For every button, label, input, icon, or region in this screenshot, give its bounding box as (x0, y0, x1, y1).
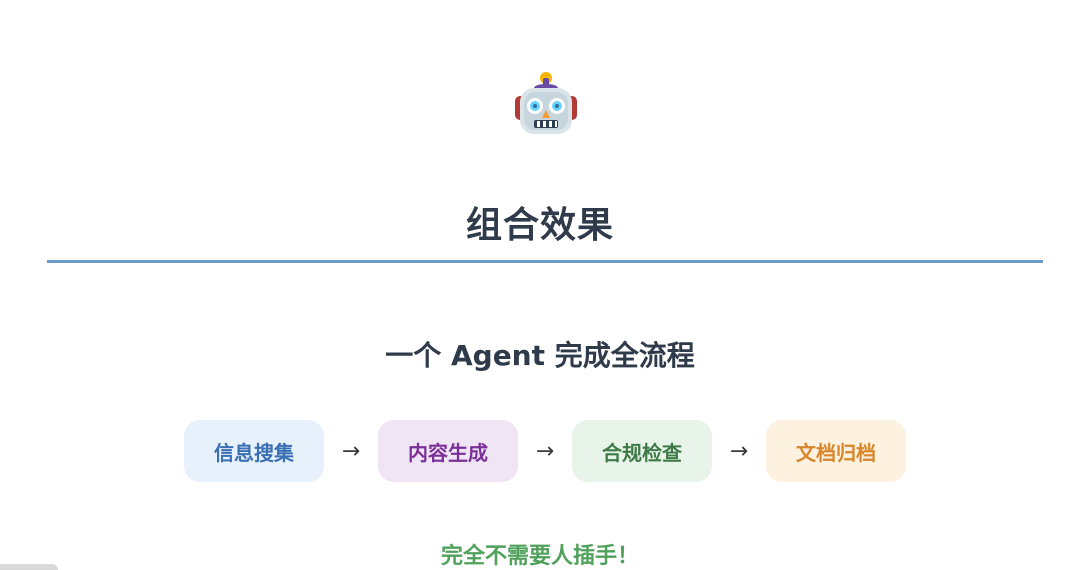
step-information-collection: 信息搜集 (184, 420, 324, 482)
flow-arrow: → (535, 438, 555, 464)
step-content-generation: 内容生成 (378, 420, 518, 482)
title-divider (47, 260, 1043, 263)
flow-arrow: → (341, 438, 361, 464)
flow-arrow: → (729, 438, 749, 464)
step-document-archive: 文档归档 (766, 420, 906, 482)
robot-icon (510, 70, 582, 140)
corner-tab (0, 564, 58, 570)
workflow-row: 信息搜集 → 内容生成 → 合规检查 → 文档归档 (184, 420, 906, 482)
footer-note: 完全不需要人插手！ (440, 544, 639, 569)
step-compliance-check: 合规检查 (572, 420, 712, 482)
section-subtitle: 一个 Agent 完成全流程 (385, 339, 695, 372)
page-title: 组合效果 (465, 205, 614, 246)
